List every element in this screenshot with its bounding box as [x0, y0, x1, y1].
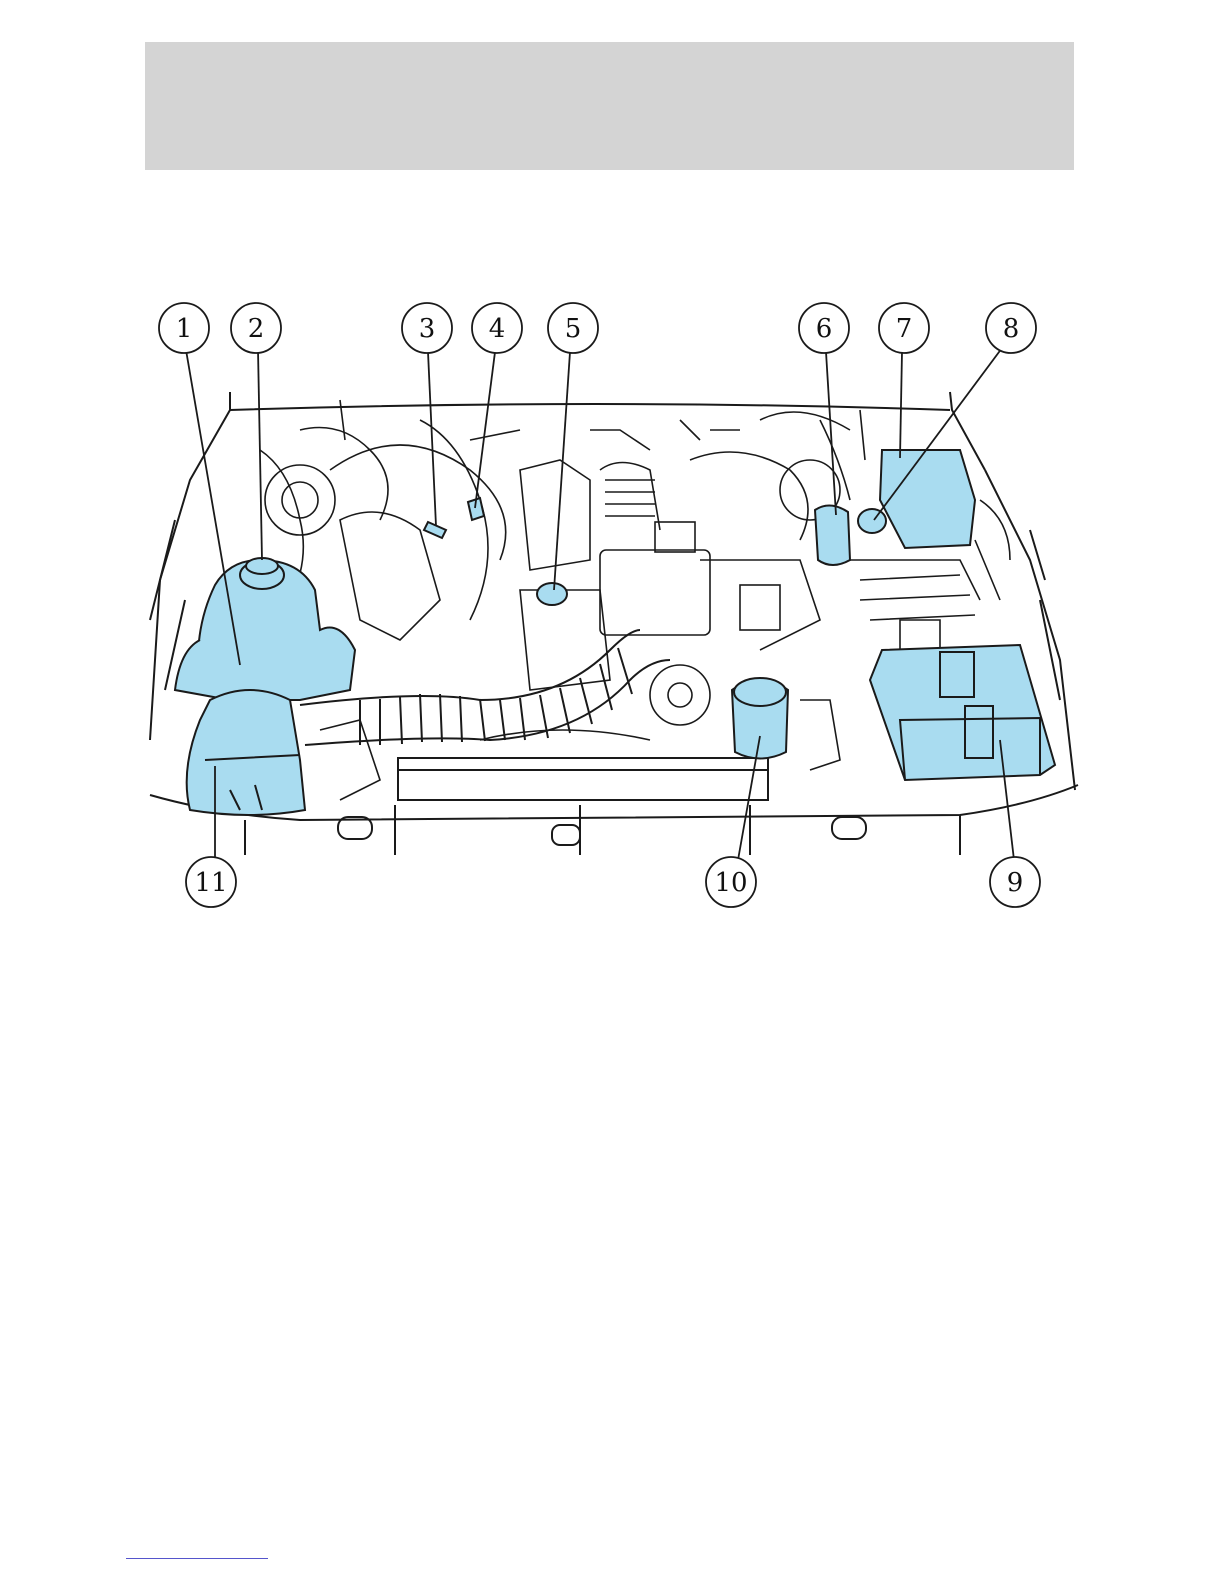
transmission-dipstick: [424, 522, 446, 538]
callout-label-5: 5: [565, 314, 582, 344]
oil-filler-cap: [537, 583, 567, 605]
callout-label-6: 6: [816, 314, 833, 344]
callout-label-8: 8: [1003, 314, 1020, 344]
callout-3: 3: [402, 303, 452, 353]
callout-label-9: 9: [1007, 868, 1024, 898]
battery: [870, 645, 1055, 780]
callout-label-3: 3: [419, 314, 436, 344]
footer-link-underline[interactable]: [126, 1558, 268, 1559]
callout-2: 2: [231, 303, 281, 353]
callout-4: 4: [472, 303, 522, 353]
brake-fluid-reservoir: [815, 505, 850, 565]
callout-9: 9: [990, 857, 1040, 907]
callout-label-7: 7: [896, 314, 913, 344]
callout-label-2: 2: [248, 314, 265, 344]
clutch-fluid-reservoir: [858, 509, 886, 533]
header-band: [145, 42, 1074, 170]
engine-compartment-illustration: 1 2 3 4 5 6 7 8 9 10 11: [140, 295, 1090, 925]
callout-label-4: 4: [489, 314, 506, 344]
power-distribution-box: [880, 450, 975, 548]
callout-10: 10: [706, 857, 756, 907]
callout-8: 8: [986, 303, 1036, 353]
callout-11: 11: [186, 857, 236, 907]
callout-1: 1: [159, 303, 209, 353]
callout-label-1: 1: [176, 314, 193, 344]
callout-label-11: 11: [194, 868, 227, 898]
air-filter-housing: [187, 690, 305, 815]
callout-label-10: 10: [714, 868, 747, 898]
radiator-top: [398, 758, 768, 800]
air-intake-hose: [300, 630, 670, 745]
callout-5: 5: [548, 303, 598, 353]
callout-6: 6: [799, 303, 849, 353]
callout-7: 7: [879, 303, 929, 353]
